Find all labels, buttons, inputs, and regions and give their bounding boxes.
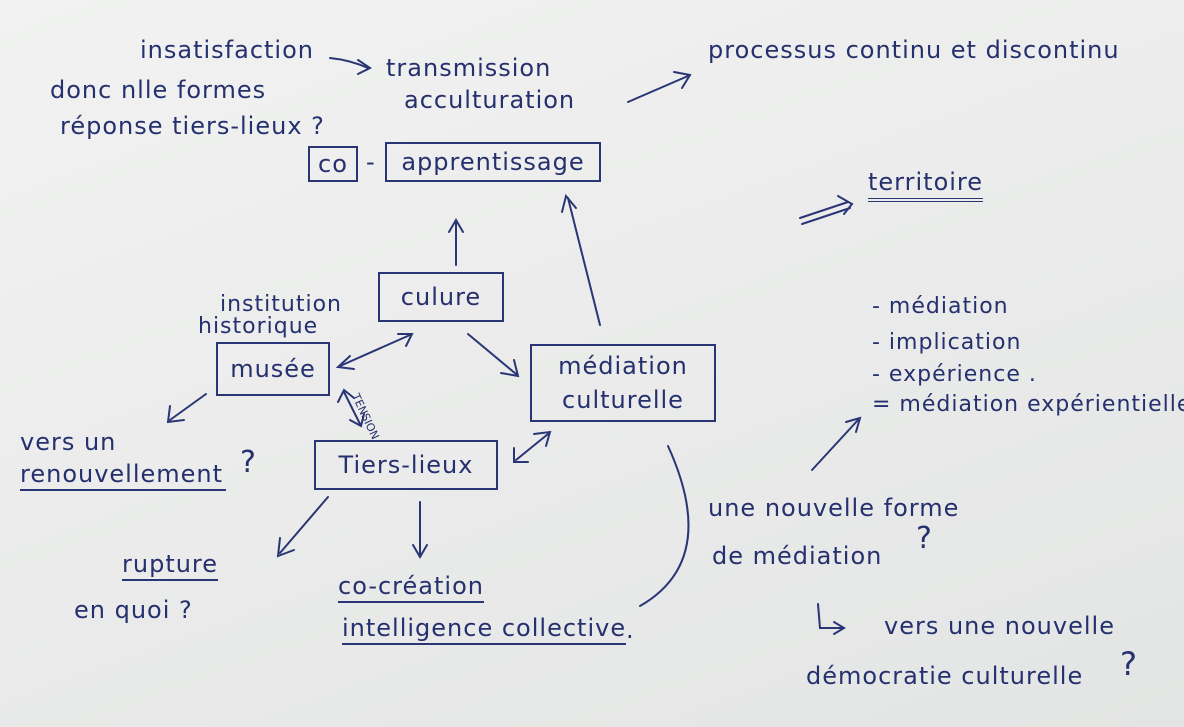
arrow-acculturation-processus	[627, 71, 692, 103]
label-vers-une-nouvelle: vers une nouvelle	[884, 612, 1115, 640]
label-culturelle: culturelle	[562, 386, 684, 414]
list-item-mediation-experientielle: = médiation expérientielle	[872, 392, 1184, 417]
label-intelligence-collective: intelligence collective	[342, 616, 627, 645]
label-vers-un: vers un	[20, 428, 117, 456]
arrow-insatisfaction-transmission	[329, 57, 372, 75]
label-co: co	[318, 150, 348, 178]
label-mediation: médiation	[558, 352, 688, 380]
label-tiers-lieux: Tiers-lieux	[338, 451, 474, 479]
label-nouvelle-forme-question: ?	[916, 521, 933, 556]
label-acculturation: acculturation	[404, 86, 576, 114]
arrow-democratie-bullet	[817, 603, 846, 635]
arrow-culture-apprentissage	[448, 218, 464, 266]
label-reponse-tiers-lieux: réponse tiers-lieux ?	[60, 112, 325, 140]
label-donc-nlle-formes: donc nlle formes	[50, 76, 267, 104]
arrow-culture-mediation	[467, 333, 520, 378]
label-hyphen: -	[366, 148, 376, 176]
arrow-tierslieux-mediation	[513, 430, 552, 463]
arrow-tension	[337, 388, 365, 428]
label-historique: historique	[198, 314, 319, 339]
label-rupture: rupture	[122, 552, 219, 581]
label-culture: culure	[400, 283, 482, 311]
label-musee: musée	[230, 355, 316, 383]
box-culture: culure	[378, 272, 504, 322]
box-tiers-lieux: Tiers-lieux	[314, 440, 498, 490]
arrow-culture-musee	[335, 333, 414, 370]
label-processus: processus continu et discontinu	[708, 36, 1120, 64]
box-musee: musée	[216, 342, 330, 396]
label-renouvellement: renouvellement	[20, 462, 226, 491]
box-apprentissage: apprentissage	[385, 142, 601, 182]
box-mediation-culturelle: médiation culturelle	[530, 344, 716, 422]
box-co: co	[308, 146, 358, 182]
label-insatisfaction: insatisfaction	[140, 36, 314, 64]
arrow-tierslieux-rupture	[276, 496, 329, 558]
label-democratie-question: ?	[1120, 645, 1138, 683]
label-territoire: territoire	[868, 170, 984, 202]
label-transmission: transmission	[386, 54, 552, 82]
label-en-quoi: en quoi ?	[74, 596, 193, 624]
label-renouvellement-question: ?	[240, 445, 257, 480]
list-item-experience: - expérience .	[872, 362, 1037, 387]
list-item-implication: - implication	[872, 330, 1022, 355]
arrow-tierslieux-cocreation	[412, 501, 428, 559]
arrow-mediation-apprentissage	[561, 193, 601, 326]
arrow-curve-mediation-intelligence	[639, 445, 690, 607]
arrow-musee-renouvellement	[166, 393, 207, 424]
label-institution: institution	[220, 292, 342, 317]
label-co-creation: co-création	[338, 574, 484, 603]
label-intelligence-dot: .	[626, 616, 635, 644]
label-democratie-culturelle: démocratie culturelle	[806, 662, 1084, 690]
label-de-mediation: de médiation	[712, 542, 883, 570]
arrow-double-territoire	[799, 195, 854, 225]
arrow-nouvelle-forme-list	[811, 416, 862, 471]
label-apprentissage: apprentissage	[401, 148, 585, 176]
list-item-mediation: - médiation	[872, 294, 1009, 319]
label-nouvelle-forme: une nouvelle forme	[708, 494, 960, 522]
